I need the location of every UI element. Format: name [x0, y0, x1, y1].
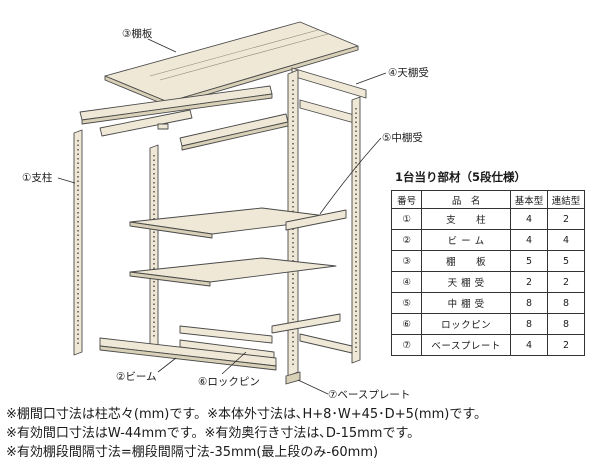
row-linked: 5 [547, 250, 585, 272]
callout-top-shelf-bracket: ④天棚受 [388, 66, 429, 79]
row-name: ロックピン [421, 313, 512, 335]
table-row: ③ 棚 板 5 5 [390, 250, 585, 272]
row-linked: 2 [547, 334, 585, 356]
header-no: 番号 [390, 190, 423, 209]
header-linked: 連結型 [547, 190, 585, 209]
row-linked: 2 [547, 208, 585, 230]
lower-brackets [179, 313, 353, 360]
post-back-left [149, 144, 159, 349]
note-line: ※有効間口寸法はW-44mmです。※有効奥行き寸法は､D-15mmです。 [6, 426, 421, 441]
row-name: ベースプレート [421, 334, 512, 356]
top-shelf-bracket [291, 67, 367, 99]
header-name: 品 名 [421, 190, 512, 209]
parts-table: 番号 品 名 基本型 連結型 ① 支 柱 4 2 ② ビ ー ム 4 4 ③ 棚… [390, 190, 585, 356]
table-row: ② ビ ー ム 4 4 [390, 229, 585, 251]
row-no: ① [390, 208, 423, 230]
callout-base-plate: ⑦ベースプレート [328, 389, 410, 401]
header-basic: 基本型 [510, 190, 548, 209]
row-linked: 8 [547, 313, 585, 335]
row-basic: 5 [510, 250, 548, 272]
callout-shelf-board: ③棚板 [122, 27, 153, 40]
post-back-right [351, 96, 361, 364]
table-row: ④ 天 棚 受 2 2 [390, 271, 585, 293]
row-no: ④ [390, 271, 423, 293]
row-basic: 4 [510, 208, 548, 230]
middle-shelf-board-1 [129, 207, 347, 239]
row-basic: 4 [510, 229, 548, 251]
table-row: ⑥ ロックピン 8 8 [390, 313, 585, 335]
row-no: ⑦ [390, 334, 423, 356]
parts-table-header: 番号 品 名 基本型 連結型 [390, 190, 585, 209]
row-basic: 2 [510, 271, 548, 293]
note-line: ※有効棚段間隔寸法=棚段間隔寸法-35mm(最上段のみ-60mm) [6, 445, 379, 460]
dimension-notes: ※棚間口寸法は柱芯々(mm)です。※本体外寸法は､H+8･W+45･D+5(mm… [6, 405, 600, 462]
row-linked: 4 [547, 229, 585, 251]
row-linked: 8 [547, 292, 585, 314]
row-name: ビ ー ム [421, 229, 512, 251]
row-name: 中 棚 受 [421, 292, 512, 314]
row-name: 棚 板 [421, 250, 512, 272]
bottom-beam [99, 337, 277, 371]
row-no: ⑥ [390, 313, 423, 335]
row-no: ② [390, 229, 423, 251]
base-plate [285, 371, 301, 385]
row-linked: 2 [547, 271, 585, 293]
middle-shelf-board-2 [129, 257, 337, 287]
row-name: 天 棚 受 [421, 271, 512, 293]
table-row: ① 支 柱 4 2 [390, 208, 585, 230]
parts-table-title: 1台当り部材（5段仕様） [395, 170, 527, 184]
callout-post: ①支柱 [22, 171, 53, 184]
row-no: ③ [390, 250, 423, 272]
callout-beam: ②ビーム [116, 371, 157, 383]
post-left [73, 129, 83, 356]
table-row: ⑤ 中 棚 受 8 8 [390, 292, 585, 314]
row-name: 支 柱 [421, 208, 512, 230]
lock-pin [157, 123, 169, 130]
upper-beams [79, 85, 359, 151]
note-line: ※棚間口寸法は柱芯々(mm)です。※本体外寸法は､H+8･W+45･D+5(mm… [6, 407, 488, 422]
table-row: ⑦ ベースプレート 4 2 [390, 334, 585, 356]
row-basic: 8 [510, 292, 548, 314]
callout-middle-shelf-bracket: ⑤中棚受 [382, 131, 423, 144]
top-shelf-board [104, 21, 359, 107]
row-basic: 4 [510, 334, 548, 356]
callout-lock-pin: ⑥ロックピン [198, 376, 260, 388]
row-no: ⑤ [390, 292, 423, 314]
row-basic: 8 [510, 313, 548, 335]
